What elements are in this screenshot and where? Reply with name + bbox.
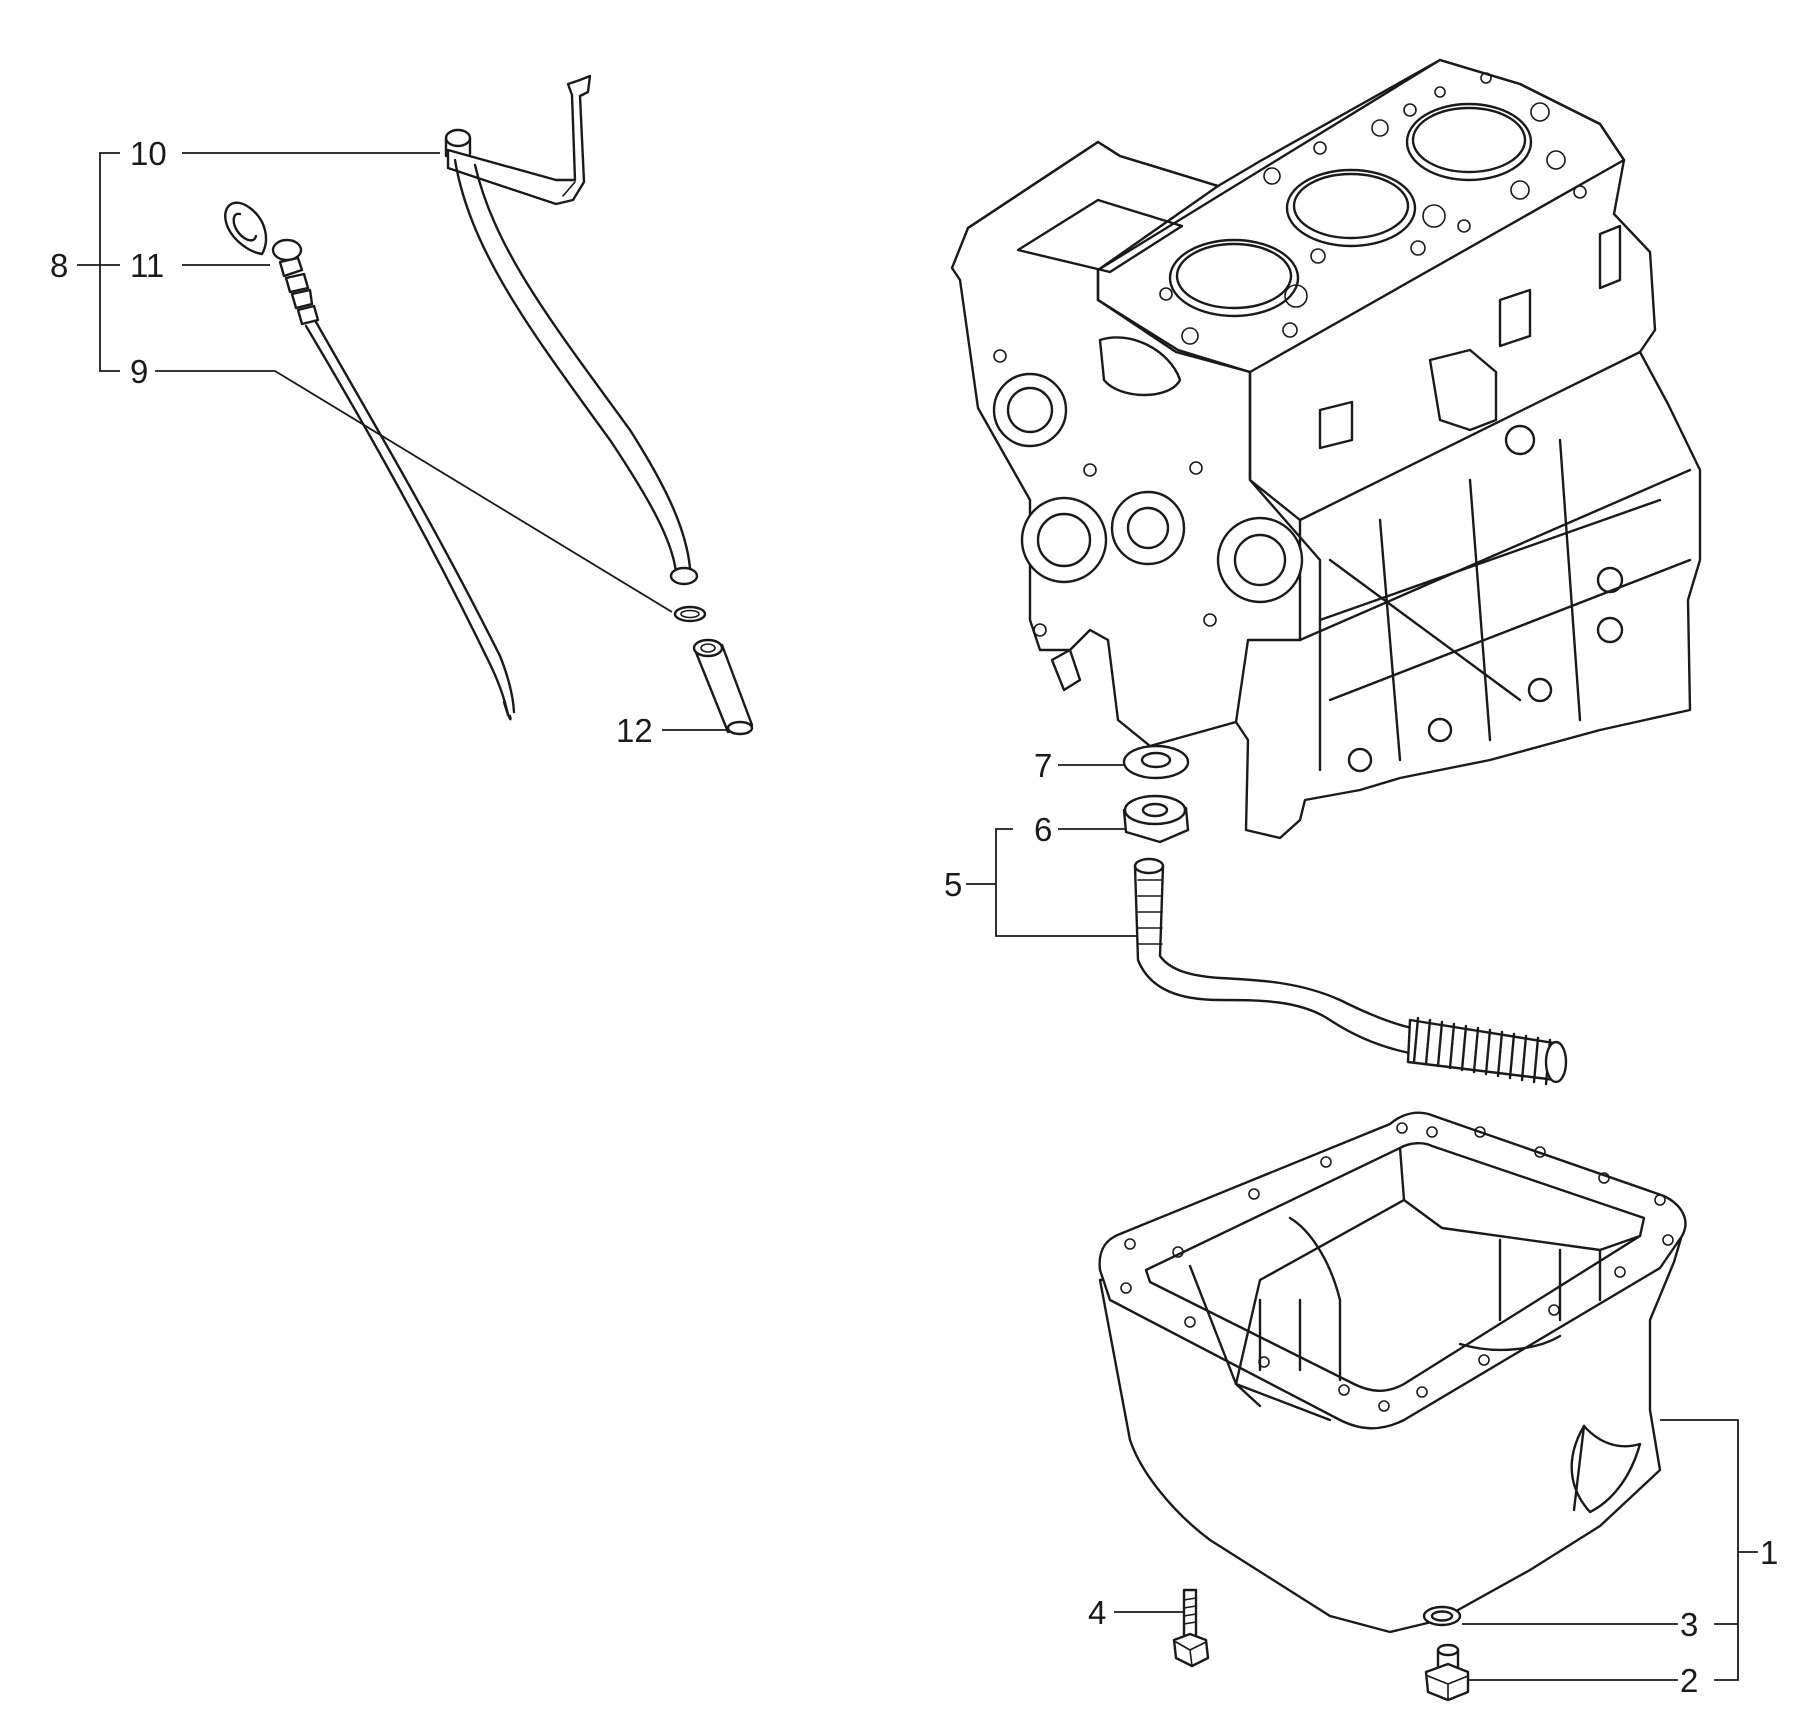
callout-4: 4 [1088,1594,1106,1631]
callout-12: 12 [616,712,653,749]
callout-6: 6 [1034,811,1052,848]
dipstick-pipe [692,638,754,736]
oil-pan [1098,1111,1687,1634]
bolt [1172,1588,1210,1668]
callout-9: 9 [130,353,148,390]
nut [1122,794,1190,844]
drain-plug [1424,1643,1470,1702]
callout-5: 5 [944,866,962,903]
callout-8: 8 [50,247,68,284]
gasket-washer [1422,1605,1462,1627]
engine-block [950,58,1702,840]
deck-holes [1159,72,1587,345]
callout-7: 7 [1034,747,1052,784]
callout-10: 10 [130,135,167,172]
callout-3: 3 [1680,1606,1698,1643]
leader-lines [77,152,1758,1681]
washer [1122,744,1190,780]
o-ring [673,605,707,623]
callout-2: 2 [1680,1662,1698,1699]
callout-1: 1 [1760,1534,1778,1571]
pan-bolt-holes [1120,1122,1674,1412]
dipstick [224,201,516,721]
callout-11: 11 [130,247,164,284]
callout-labels: 1 2 3 4 5 6 7 8 9 10 11 12 [50,135,1778,1699]
dipstick-guide-tube [444,74,699,586]
strainer-coil [1412,1016,1552,1086]
oil-strainer-pipe [1133,857,1568,1086]
